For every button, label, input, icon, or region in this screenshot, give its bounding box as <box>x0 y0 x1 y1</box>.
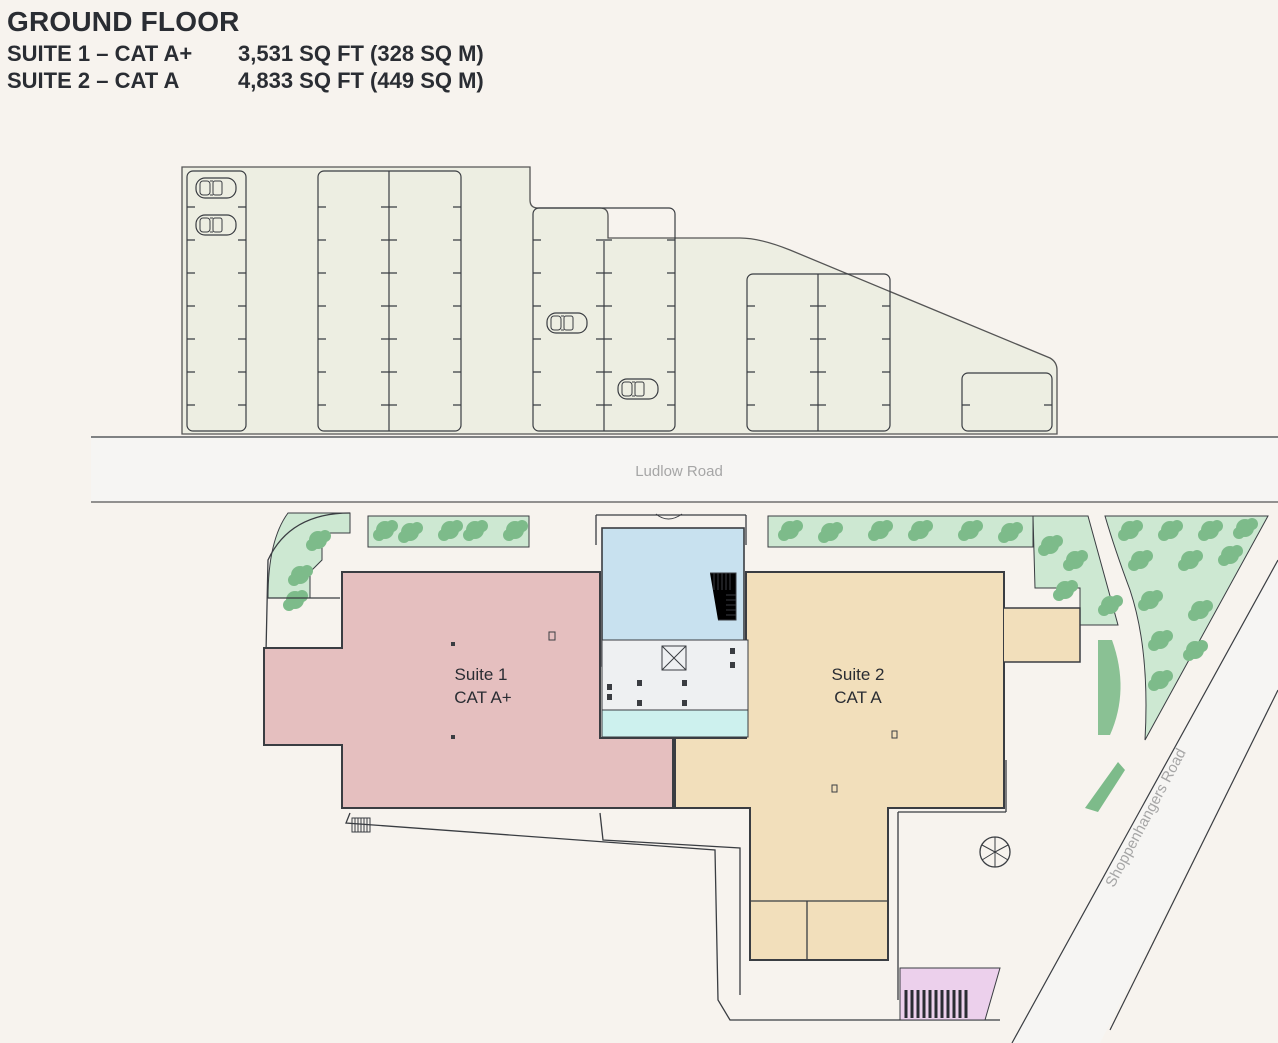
header: GROUND FLOOR SUITE 1 – CAT A+ 3,531 SQ F… <box>7 4 484 94</box>
page-title: GROUND FLOOR <box>7 6 240 37</box>
suite-2-area: 4,833 SQ FT (449 SQ M) <box>238 68 484 93</box>
suite-2-category: CAT A <box>834 688 882 707</box>
spec-row-suite-1: SUITE 1 – CAT A+ 3,531 SQ FT (328 SQ M) <box>7 40 484 67</box>
landscaping <box>267 512 1269 812</box>
suite-1-area: 3,531 SQ FT (328 SQ M) <box>238 41 484 66</box>
spiral-stair-icon <box>979 836 1011 868</box>
stairs-icon <box>710 572 737 621</box>
ludlow-road-label: Ludlow Road <box>635 463 723 480</box>
bike-rack-icon <box>904 990 968 1018</box>
suite-2[interactable]: Suite 2 CAT A <box>674 571 1081 961</box>
suite-1-category: CAT A+ <box>454 688 512 707</box>
suite-1[interactable]: Suite 1 CAT A+ <box>263 571 674 809</box>
car-park <box>181 166 1058 435</box>
column-icon <box>891 730 898 739</box>
suite-2-name: Suite 2 <box>832 665 885 684</box>
core-reception <box>601 513 749 738</box>
suite-1-name: Suite 1 <box>455 665 508 684</box>
spec-row-suite-2: SUITE 2 – CAT A 4,833 SQ FT (449 SQ M) <box>7 67 484 94</box>
column-icon <box>548 631 556 641</box>
ludlow-road: Ludlow Road <box>91 436 1278 503</box>
suite-1-label: SUITE 1 – CAT A+ <box>7 41 193 66</box>
external-stair-icon <box>351 817 371 833</box>
suite-2-label: SUITE 2 – CAT A <box>7 68 180 93</box>
bike-store <box>899 967 1001 1021</box>
